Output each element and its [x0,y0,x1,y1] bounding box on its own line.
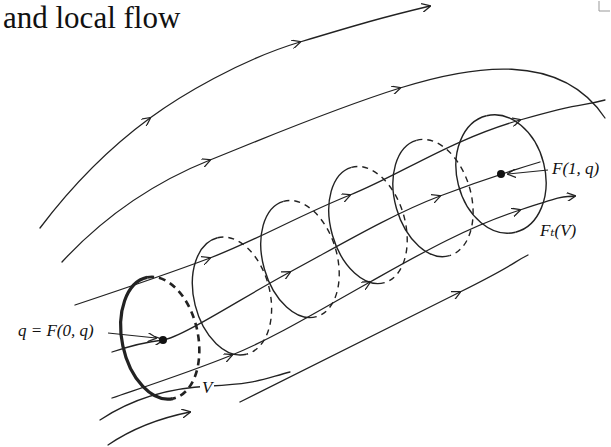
flow-line [112,196,575,398]
loop-back [416,130,486,256]
flow-line [108,412,190,445]
region-label: Fₜ(V) [538,222,578,241]
loop-front [181,238,247,364]
region-v [110,269,210,406]
loop-front [380,140,450,266]
flowed-region [248,191,352,327]
loop-front [444,116,516,243]
loop-front [110,277,173,406]
loop-back [351,157,420,283]
loop-front [248,201,317,327]
point-label: F(1, q) [550,160,601,179]
region-label: V [200,379,214,398]
leader-line [108,333,156,338]
loop-back [486,105,558,232]
flow-line [40,6,430,228]
corner-icon [599,1,610,11]
loop-back [283,191,352,317]
leader-line [508,170,548,174]
flowed-region [181,229,284,364]
flow-line [62,69,605,262]
flow-line [75,100,605,305]
flow-line [112,162,540,352]
loop-front [316,167,385,293]
flowed-region [316,157,420,293]
point-label: q = F(0, q) [16,322,96,341]
point-q [159,336,167,344]
flowed-region [380,130,486,266]
point-f1q [497,170,505,178]
flow-line [240,255,528,402]
slide-title: and local flow [3,1,180,35]
flow-line [100,372,290,420]
